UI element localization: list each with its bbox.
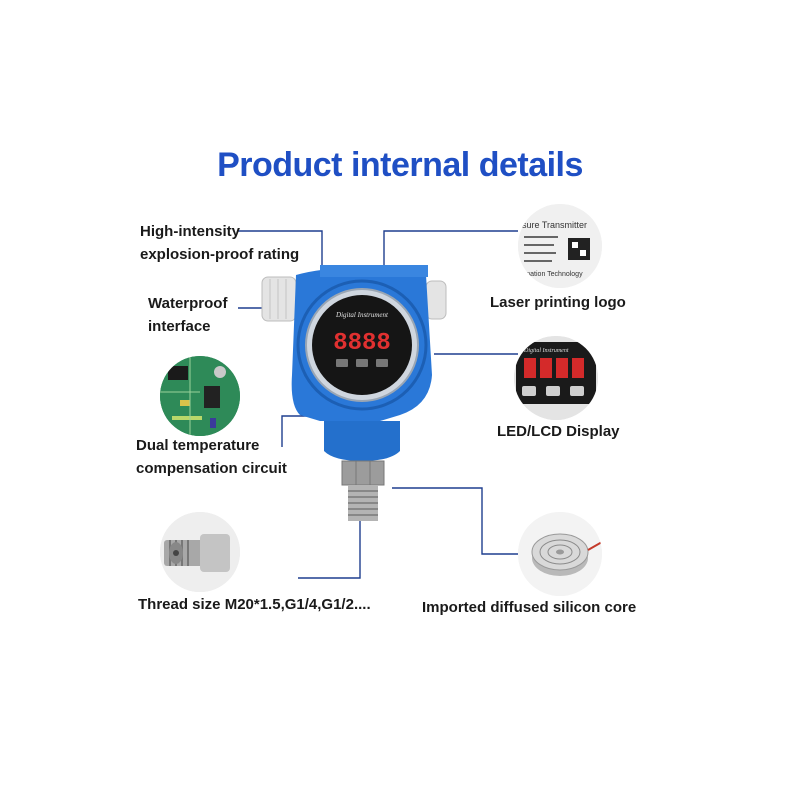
label-thread-size: Thread size M20*1.5,G1/4,G1/2.... [138,596,371,613]
right-cable-gland [425,280,447,320]
label-explosion-line1: High-intensity [140,223,240,240]
nameplate-image: sure Transmitter rmation Technology [518,204,602,288]
label-dual-line1: Dual temperature [136,437,260,454]
device-button-2[interactable] [356,359,368,367]
device-reading: 8888 [333,330,391,357]
display-closeup-image: Digital Instrument [514,336,598,420]
display-closeup-brand: Digital Instrument [523,348,569,354]
label-waterproof: Waterproof interface [148,292,227,338]
label-waterproof-line1: Waterproof [148,295,228,312]
pressure-transmitter: Digital Instrument 8888 [261,265,447,521]
nameplate-title: sure Transmitter [522,220,587,230]
device-brand: Digital Instrument [335,311,389,319]
left-cable-gland [261,276,297,322]
label-dual-temperature: Dual temperature compensation circuit [136,434,287,480]
label-dual-line2: compensation circuit [136,460,287,477]
label-waterproof-line2: interface [148,318,211,335]
label-display: LED/LCD Display [497,423,620,440]
label-explosion-proof: High-intensity explosion-proof rating [140,220,299,266]
nameplate-footer: rmation Technology [522,271,583,278]
silicon-core-image [518,512,602,596]
circuit-board-image [160,356,240,436]
thread-fitting-image [160,512,240,592]
label-explosion-line2: explosion-proof rating [140,246,300,263]
label-laser-logo: Laser printing logo [490,294,626,311]
device-button-1[interactable] [336,359,348,367]
label-silicon-core: Imported diffused silicon core [422,599,637,616]
page-title: Product internal details [217,146,583,184]
device-button-3[interactable] [376,359,388,367]
